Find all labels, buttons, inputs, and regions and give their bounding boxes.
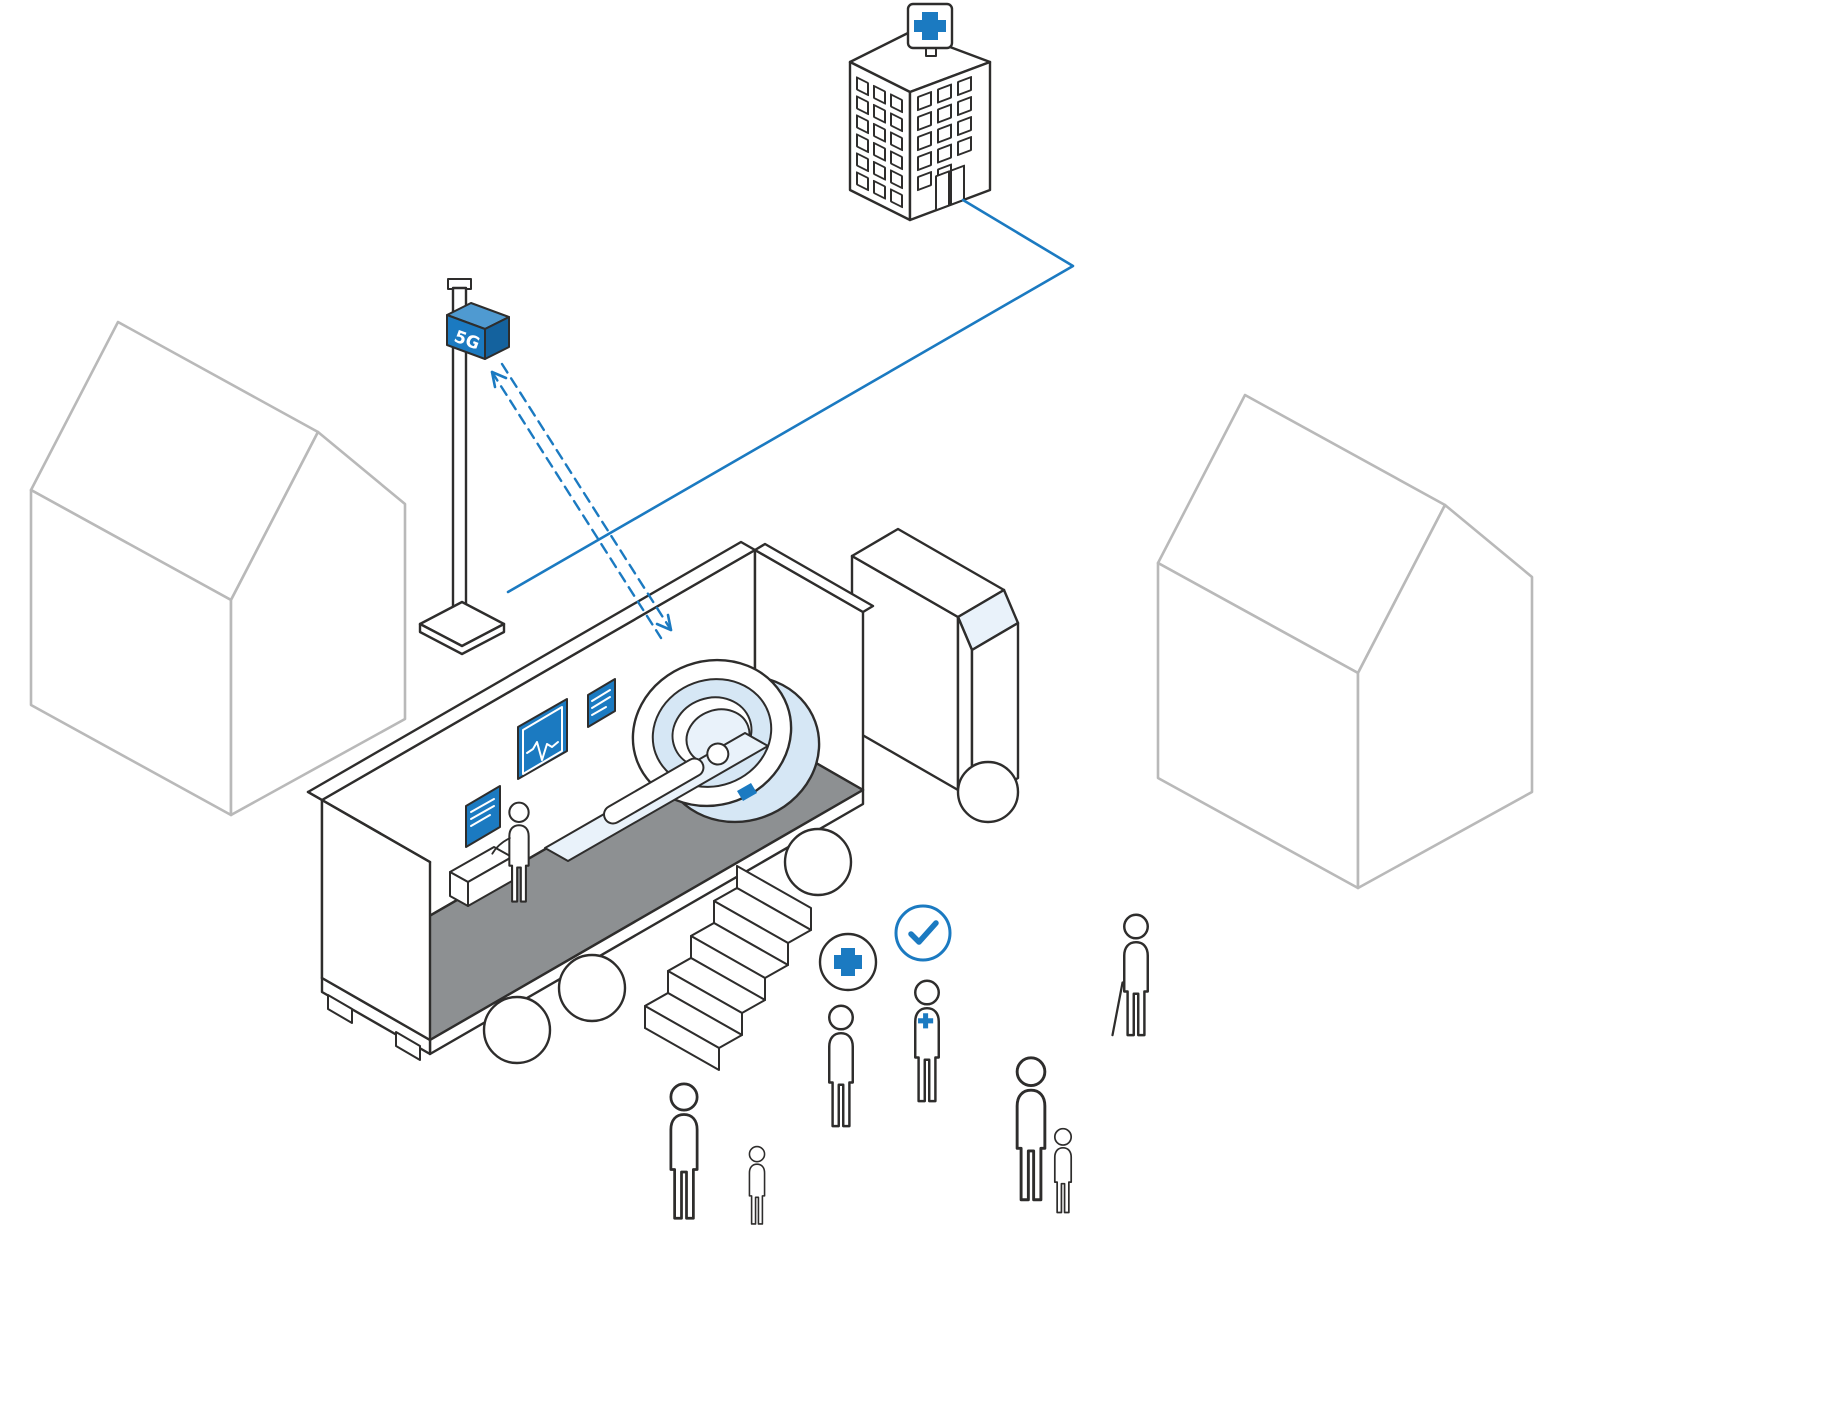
signal-arrowhead-down <box>655 613 673 632</box>
doctor-cross-icon <box>918 1013 934 1029</box>
antenna-mast-5g: 5G <box>418 278 510 656</box>
trailer-wheel-3 <box>783 827 853 897</box>
doctor <box>914 979 940 1103</box>
truck-cab <box>850 527 1020 824</box>
cab-front <box>970 621 1020 807</box>
trailer-foot-2 <box>395 1031 421 1061</box>
trailer-wheel-1 <box>482 995 552 1065</box>
console-screen-icon <box>465 785 501 848</box>
trailer-foot-1 <box>327 994 353 1024</box>
person-child-1 <box>748 1145 766 1225</box>
person-adult-1 <box>669 1082 699 1220</box>
house-right <box>1156 393 1534 890</box>
container-top-rim-left <box>306 790 432 864</box>
checkmark-badge-icon <box>894 904 952 962</box>
technician <box>491 801 530 903</box>
stairs <box>644 865 812 1071</box>
cab-front-wheel <box>956 760 1020 824</box>
hospital-door <box>935 170 950 212</box>
patient-on-table <box>603 742 730 825</box>
house-left-gable <box>229 430 407 817</box>
container-top-rim-right <box>753 542 875 614</box>
person-adult-2 <box>828 1004 854 1128</box>
scanner-control-tag <box>737 783 757 801</box>
trailer-wheel-2 <box>557 953 627 1023</box>
mast-base <box>418 600 506 656</box>
hospital-cross-sign-icon <box>914 12 946 40</box>
medical-plus-badge-icon <box>818 932 878 992</box>
house-right-gable <box>1356 503 1534 890</box>
5g-antenna-box-icon: 5G <box>446 302 510 360</box>
trailer-container <box>306 540 875 1071</box>
person-parent <box>1015 1056 1047 1202</box>
person-child-2 <box>1053 1127 1073 1214</box>
ecg-monitor-icon <box>517 698 568 780</box>
signal-arrow <box>490 362 673 640</box>
chart-screen-icon <box>587 678 616 728</box>
hospital-building <box>848 2 992 222</box>
hospital-windows-right <box>917 76 972 212</box>
elderly-person <box>1111 913 1149 1037</box>
hospital-windows-left <box>856 76 903 209</box>
network-connection-line <box>506 198 1075 594</box>
walking-cane <box>1111 981 1124 1037</box>
signal-arrowhead-up <box>490 370 508 389</box>
house-left <box>29 320 407 817</box>
